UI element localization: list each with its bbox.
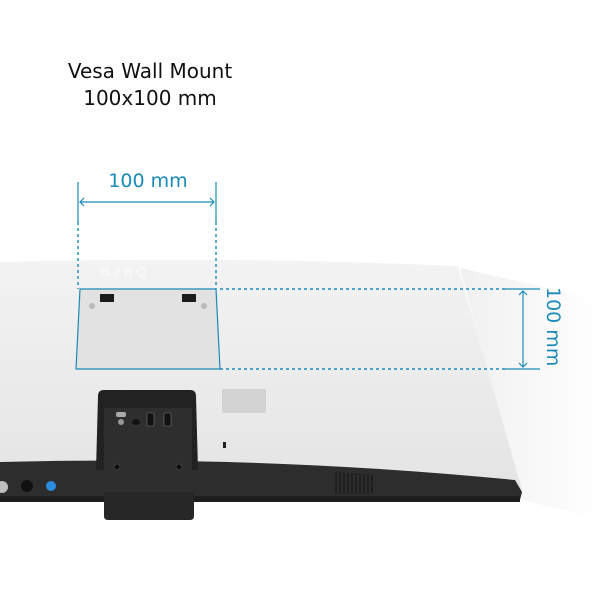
vesa-slot-left <box>100 294 114 302</box>
bottom-edge <box>0 496 520 502</box>
audio-jack[interactable] <box>118 419 124 425</box>
vent-grille <box>335 472 373 494</box>
control-button-silver[interactable] <box>0 481 8 493</box>
monitor-back-panel <box>0 259 522 490</box>
displayport[interactable] <box>146 412 155 427</box>
stand-screw <box>175 463 183 471</box>
height-dimension <box>220 288 540 370</box>
vesa-slot-right <box>182 294 196 302</box>
stand-base-block <box>104 492 194 520</box>
title-line-1: Vesa Wall Mount <box>67 59 233 83</box>
power-port[interactable] <box>132 419 140 425</box>
kensington-lock <box>223 442 226 448</box>
usb-c-port[interactable] <box>116 412 126 417</box>
vesa-mount-plate <box>75 288 221 370</box>
width-dimension <box>77 182 217 289</box>
control-button-joystick[interactable] <box>21 480 33 492</box>
vesa-screw-hole <box>89 303 95 309</box>
height-dimension-label: 100 mm <box>542 287 564 367</box>
brand-logo: BenQ <box>100 263 149 279</box>
stand-screw <box>113 463 121 471</box>
power-button[interactable] <box>46 481 56 491</box>
title-line-2: 100x100 mm <box>83 86 217 110</box>
bottom-bezel <box>0 460 522 500</box>
vesa-screw-hole <box>201 303 207 309</box>
label-sticker <box>222 389 266 413</box>
monitor-shadow <box>460 268 600 520</box>
hdmi-port[interactable] <box>163 412 172 427</box>
width-dimension-label: 100 mm <box>108 170 188 192</box>
